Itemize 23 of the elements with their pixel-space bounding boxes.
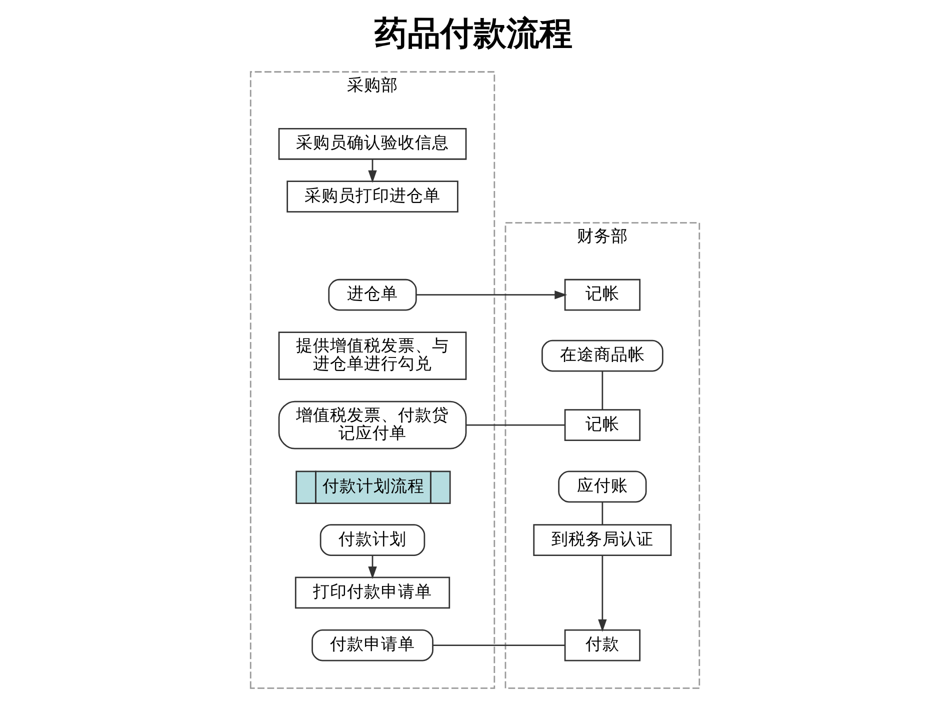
node-box: 采购员确认验收信息 <box>278 128 467 160</box>
node-box: 付款申请单 <box>312 629 434 662</box>
node-box: 记帐 <box>564 409 641 441</box>
node-box: 在途商品帐 <box>541 340 664 372</box>
node-box: 进仓单 <box>328 278 417 311</box>
connector <box>433 644 565 646</box>
node-box: 到税务局认证 <box>533 524 672 556</box>
diagram-title: 药品付款流程 <box>374 15 573 52</box>
connector <box>602 502 604 525</box>
arrow <box>598 556 607 632</box>
arrow <box>368 556 377 579</box>
arrow <box>368 159 377 183</box>
node-box: 应付账 <box>558 470 647 503</box>
connector <box>602 371 604 410</box>
node-box: 记帐 <box>564 278 641 311</box>
node-box: 付款计划 <box>320 524 426 556</box>
arrow <box>416 290 568 300</box>
node-box: 采购员打印进仓单 <box>286 180 458 212</box>
node-box: 付款 <box>564 629 641 662</box>
node-box: 增值税发票、付款贷记应付单 <box>278 400 467 450</box>
connector <box>466 424 565 426</box>
node-box: 提供增值税发票、与进仓单进行勾兑 <box>278 332 467 380</box>
node-box: 打印付款申请单 <box>294 576 450 609</box>
